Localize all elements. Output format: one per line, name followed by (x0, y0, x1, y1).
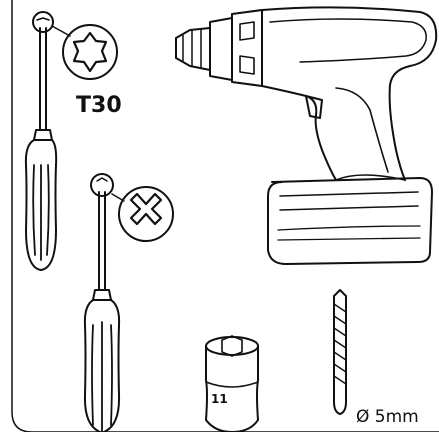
frame-border (11, 0, 439, 433)
cordless-drill (175, 6, 438, 265)
torx-size-label: T30 (76, 93, 122, 118)
phillips-callout-circle (118, 186, 174, 242)
torx-screwdriver (24, 11, 118, 271)
socket-size-label: 11 (211, 392, 228, 406)
socket (205, 335, 259, 433)
torx-callout-circle (62, 24, 118, 80)
phillips-cross-icon (129, 192, 163, 226)
drill-battery (267, 177, 433, 265)
torx-tip-circle (32, 11, 54, 33)
phillips-screwdriver (83, 173, 174, 433)
drill-bit-diameter-label: Ø 5mm (356, 407, 419, 427)
torx-star-icon (72, 31, 108, 73)
phillips-tip-circle (90, 173, 114, 197)
drill-bit (333, 289, 347, 415)
